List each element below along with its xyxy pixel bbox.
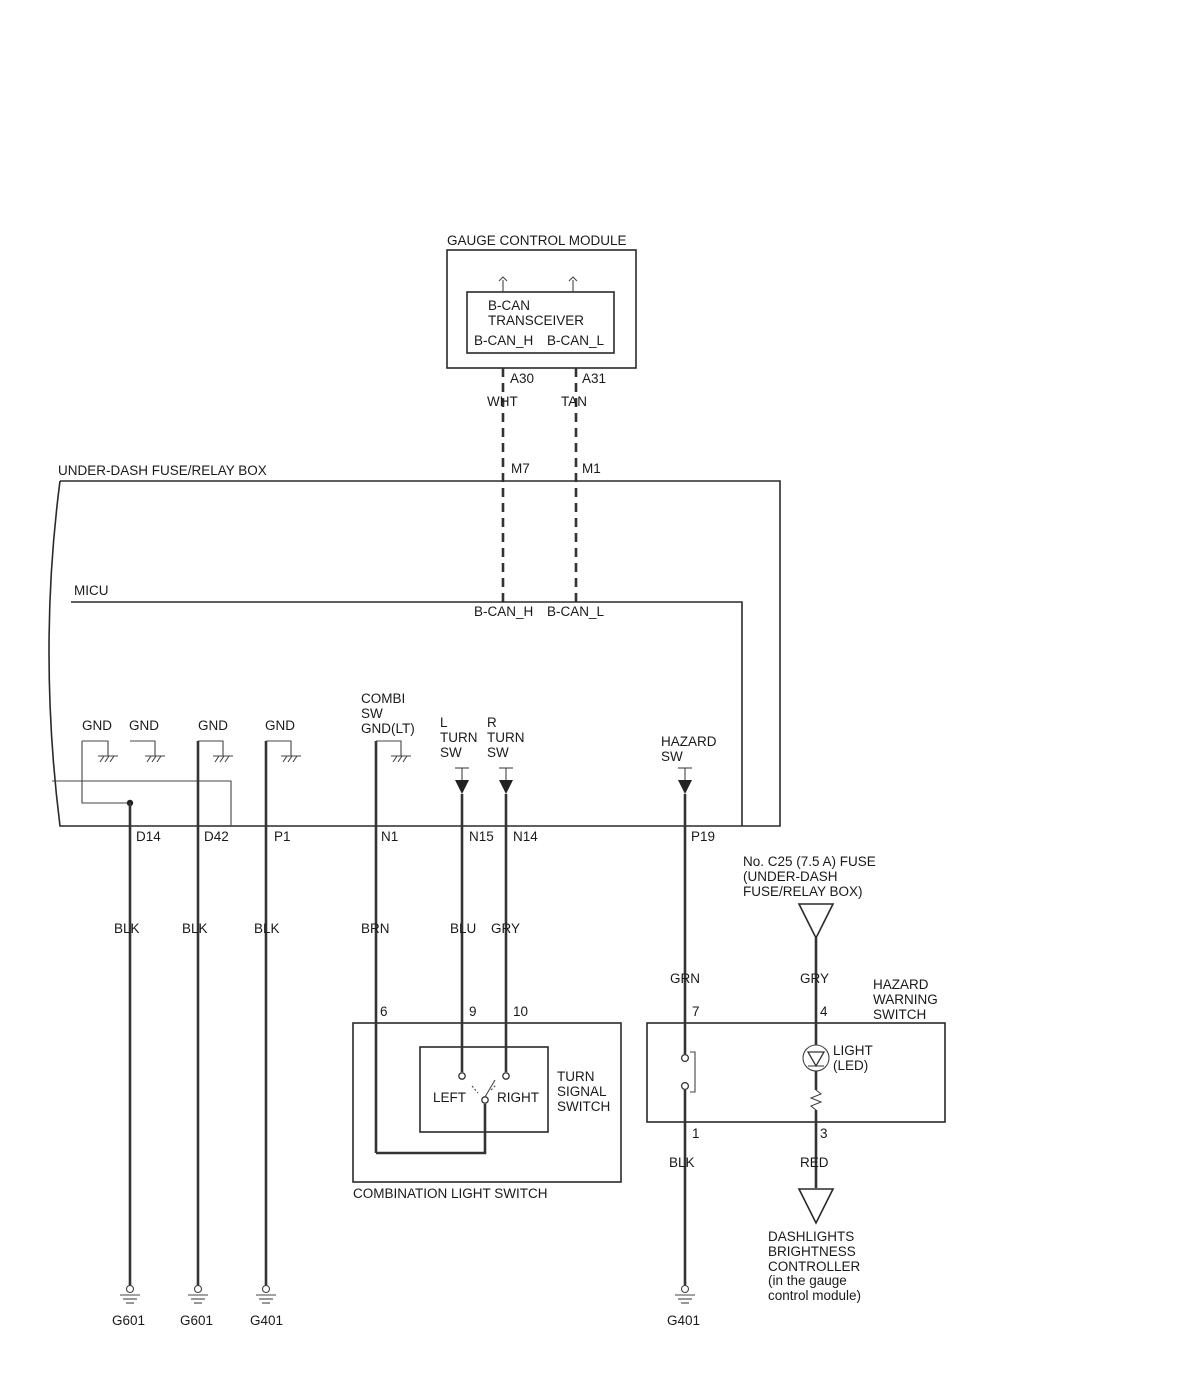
ground-label-g401-a: G401 [250, 1313, 283, 1328]
pin-a30: A30 [510, 371, 534, 386]
wire-color-blu: BLU [450, 921, 476, 936]
gauge-module-label: GAUGE CONTROL MODULE [447, 233, 627, 248]
gauge-bcan-h-label: B-CAN_H [474, 333, 533, 348]
rturn-label-line1: R [487, 715, 497, 730]
gauge-bcan-l-label: B-CAN_L [547, 333, 605, 348]
wire-color-red: RED [800, 1155, 829, 1170]
pin-n15: N15 [469, 829, 494, 844]
lturn-label-line2: TURN [440, 730, 478, 745]
fuse-symbol [797, 903, 835, 940]
wire-color-blk-4: BLK [669, 1155, 695, 1170]
combination-switch-label: COMBINATION LIGHT SWITCH [353, 1186, 548, 1201]
wire-color-gry-2: GRY [800, 971, 829, 986]
combi-label-line3: GND(LT) [361, 721, 415, 736]
gnd-label-3: GND [198, 718, 228, 733]
wire-color-blk-3: BLK [254, 921, 280, 936]
dashlights-label-line5: control module) [768, 1288, 861, 1303]
transceiver-label: TRANSCEIVER [488, 313, 584, 328]
dashlights-label-line4: (in the gauge [768, 1273, 847, 1288]
rturn-label-line3: SW [487, 745, 509, 760]
pin-n1: N1 [381, 829, 398, 844]
wire-color-gry-1: GRY [491, 921, 520, 936]
pin-d14: D14 [136, 829, 161, 844]
ground-symbol-g601-b [188, 1284, 208, 1304]
right-position-label: RIGHT [497, 1090, 539, 1105]
lturn-label-line3: SW [440, 745, 462, 760]
pin-7: 7 [692, 1004, 700, 1019]
wire-color-grn: GRN [670, 971, 700, 986]
pin-m7: M7 [511, 461, 530, 476]
pin-3: 3 [820, 1126, 828, 1141]
left-position-label: LEFT [433, 1090, 466, 1105]
ground-label-g601-b: G601 [180, 1313, 213, 1328]
pin-n14: N14 [513, 829, 538, 844]
pin-a31: A31 [582, 371, 606, 386]
micu-ground-symbols [52, 740, 411, 826]
ground-symbol-g601-a [120, 1284, 140, 1304]
gnd-label-2: GND [129, 718, 159, 733]
resistor-icon [809, 1089, 823, 1111]
pin-d42: D42 [204, 829, 229, 844]
ground-symbol-g401-a [256, 1284, 276, 1304]
wire-color-blk-1: BLK [114, 921, 140, 936]
pin-1: 1 [692, 1126, 700, 1141]
wire-color-brn: BRN [361, 921, 390, 936]
pin-m1: M1 [582, 461, 601, 476]
hazard-warning-switch [646, 1022, 946, 1123]
input-arrow-symbols [455, 767, 692, 794]
wire-color-wht: WHT [487, 394, 518, 409]
fuse-label-line1: No. C25 (7.5 A) FUSE [743, 854, 876, 869]
hazard-switch-contact [680, 1051, 696, 1093]
gauge-control-module [446, 249, 637, 369]
gnd-label-1: GND [82, 718, 112, 733]
pin-6: 6 [380, 1004, 388, 1019]
micu-label: MICU [74, 583, 109, 598]
micu-bcan-l-label: B-CAN_L [547, 604, 605, 619]
hazard-switch-label-line3: SWITCH [873, 1007, 926, 1022]
dashlights-label-line2: BRIGHTNESS [768, 1244, 856, 1259]
fuse-label-line2: (UNDER-DASH [743, 869, 838, 884]
wire-color-blk-2: BLK [182, 921, 208, 936]
fuse-label-line3: FUSE/RELAY BOX) [743, 884, 863, 899]
led-light-icon [802, 1044, 830, 1072]
dashlights-label-line1: DASHLIGHTS [768, 1229, 854, 1244]
bcan-label: B-CAN [488, 298, 530, 313]
wire-brn-return [376, 1104, 487, 1155]
light-label-line1: LIGHT [833, 1043, 873, 1058]
pin-10: 10 [513, 1004, 528, 1019]
fuse-relay-box [48, 480, 781, 827]
turn-signal-label-line1: TURN [557, 1069, 595, 1084]
lturn-label-line1: L [440, 715, 448, 730]
turn-signal-label-line2: SIGNAL [557, 1084, 607, 1099]
light-label-line2: (LED) [833, 1058, 868, 1073]
hazard-switch-label-line2: WARNING [873, 992, 938, 1007]
pin-9: 9 [469, 1004, 477, 1019]
ground-label-g401-b: G401 [667, 1313, 700, 1328]
hazard-sw-label-line1: HAZARD [661, 734, 717, 749]
hazard-switch-label-line1: HAZARD [873, 977, 929, 992]
turn-signal-contacts [458, 1072, 510, 1104]
micu-box [71, 601, 743, 826]
pin-p19: P19 [691, 829, 715, 844]
combi-label-line2: SW [361, 706, 383, 721]
combi-label-line1: COMBI [361, 691, 405, 706]
dashlights-controller-symbol [797, 1188, 835, 1225]
micu-bcan-h-label: B-CAN_H [474, 604, 533, 619]
gnd-label-4: GND [265, 718, 295, 733]
pin-p1: P1 [274, 829, 291, 844]
pin-4: 4 [820, 1004, 828, 1019]
rturn-label-line2: TURN [487, 730, 525, 745]
turn-signal-label-line3: SWITCH [557, 1099, 610, 1114]
hazard-sw-label-line2: SW [661, 749, 683, 764]
ground-label-g601-a: G601 [112, 1313, 145, 1328]
wire-color-tan: TAN [561, 394, 587, 409]
dashlights-label-line3: CONTROLLER [768, 1259, 861, 1274]
fuse-box-label: UNDER-DASH FUSE/RELAY BOX [58, 463, 267, 478]
ground-symbol-g401-b [675, 1284, 695, 1304]
